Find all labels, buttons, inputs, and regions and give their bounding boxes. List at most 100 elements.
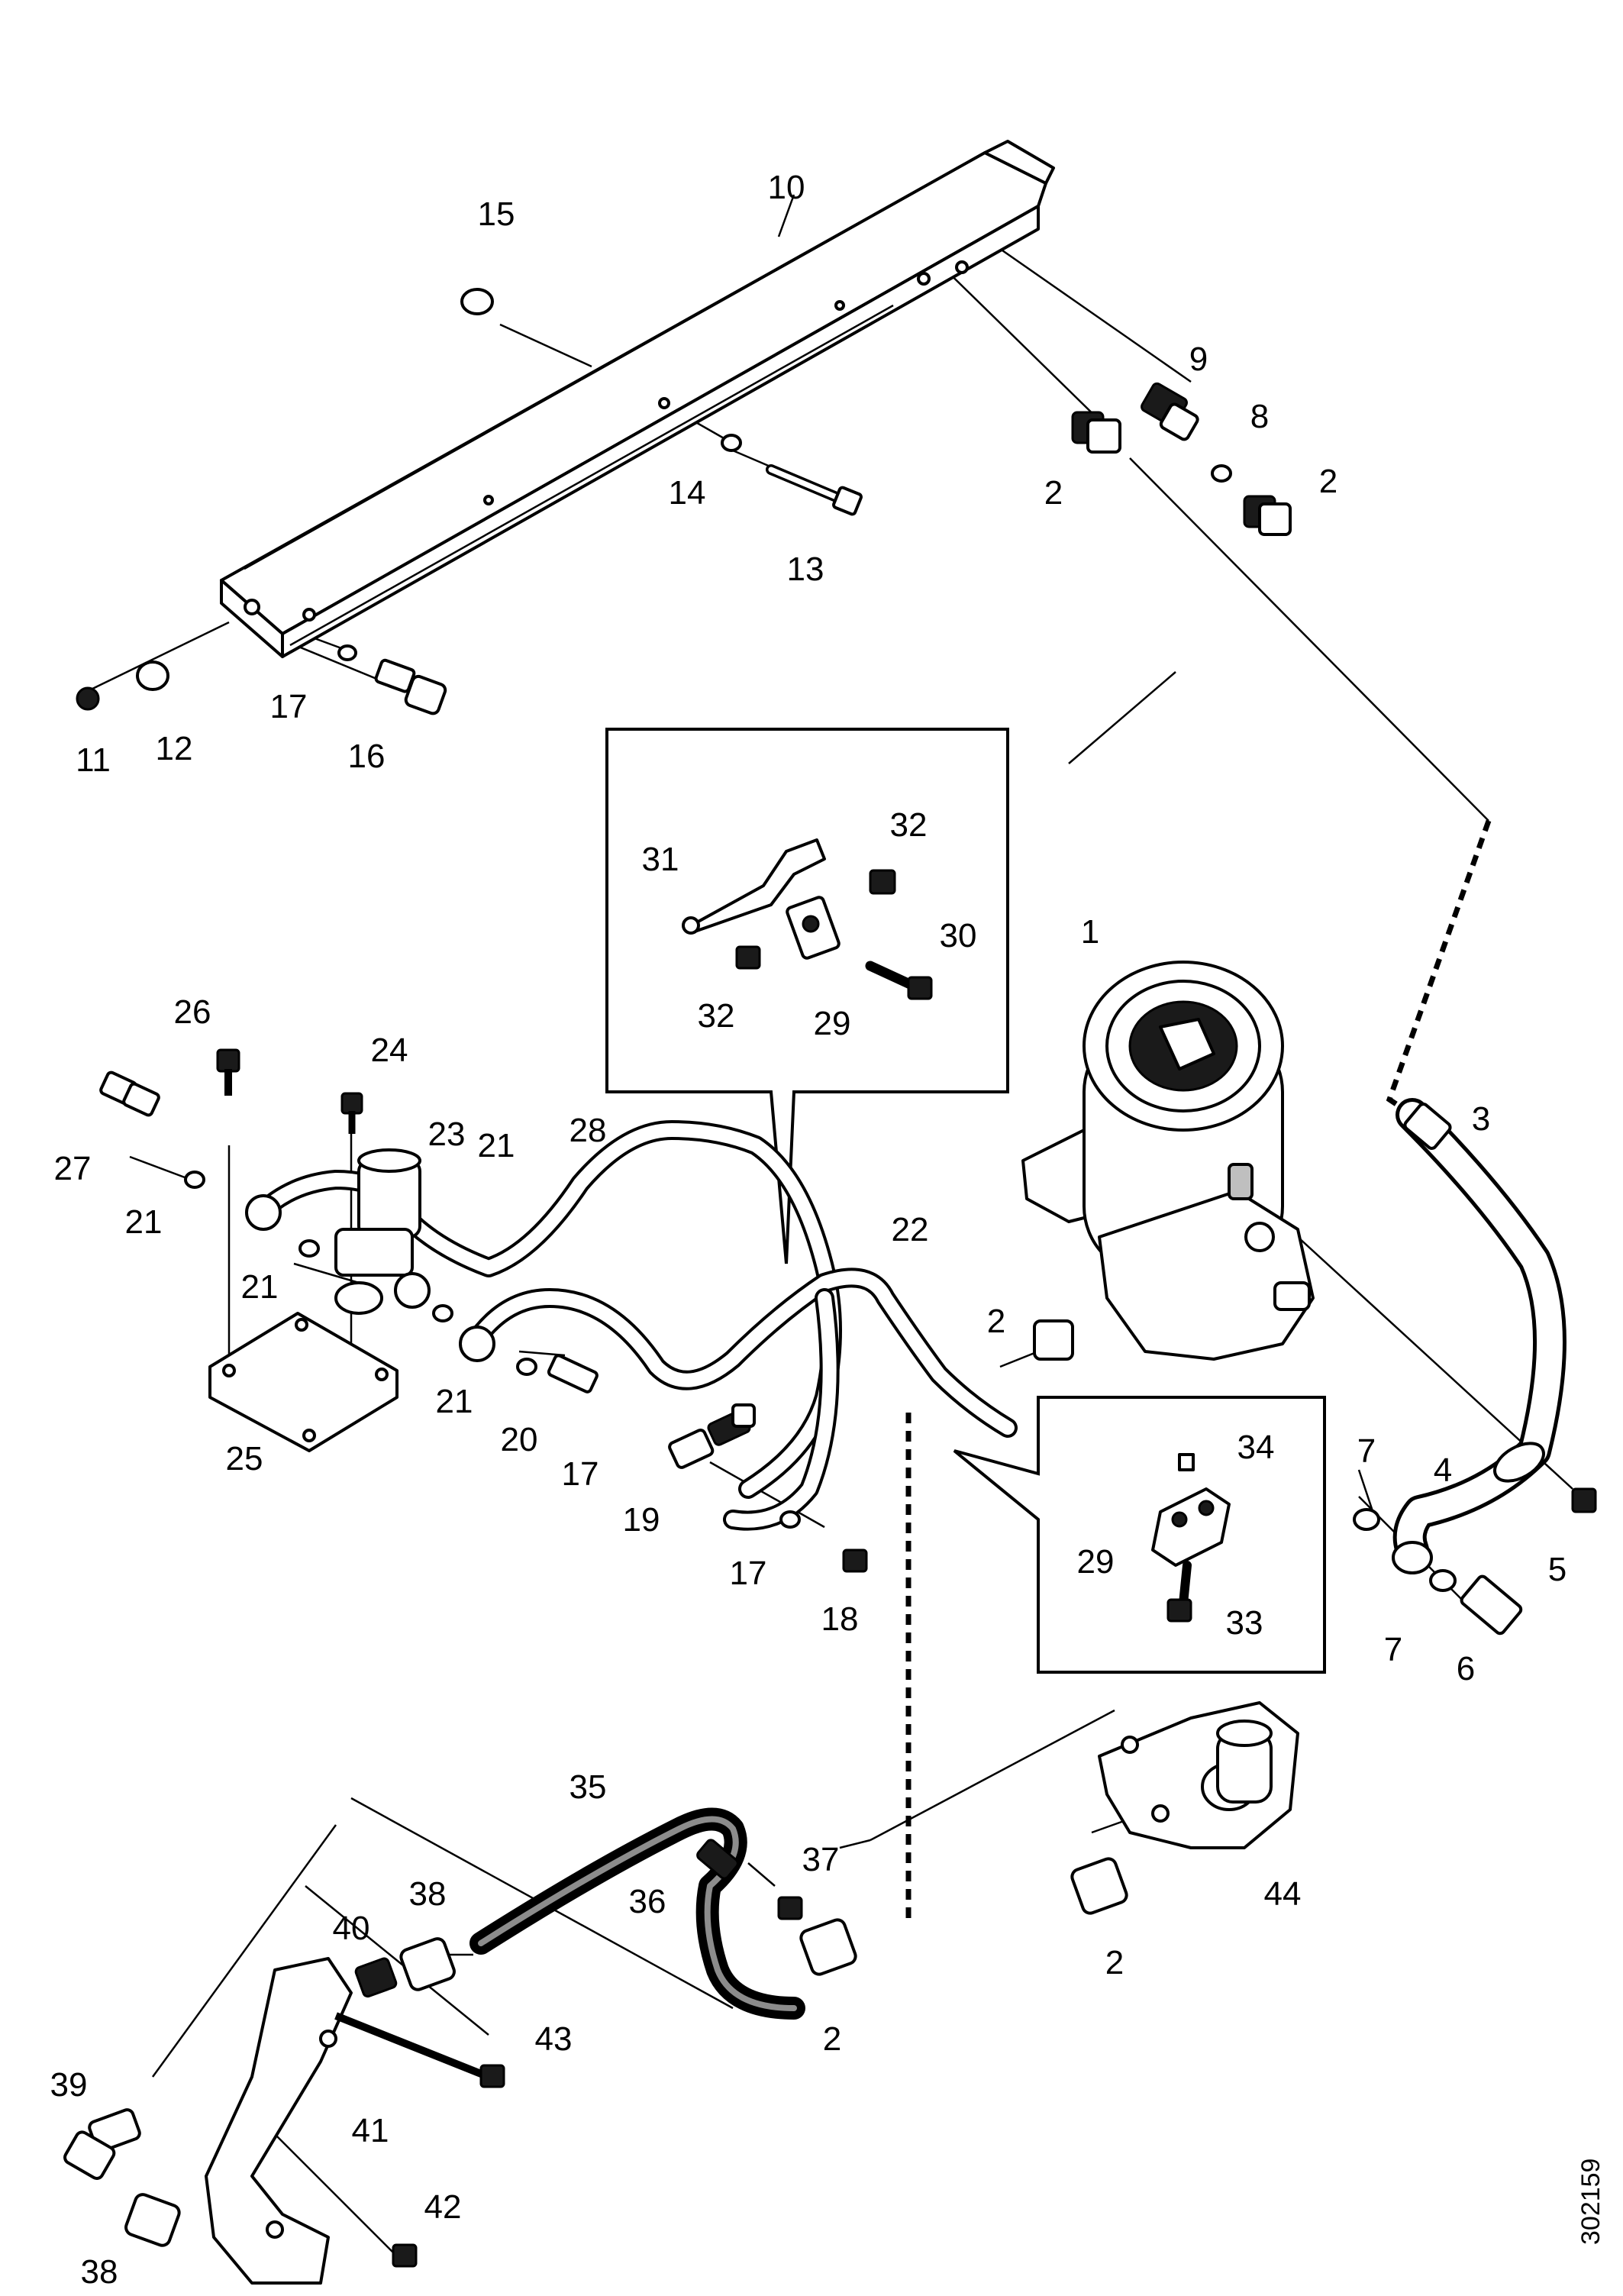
bolt-42 xyxy=(392,2243,418,2268)
callout-4: 4 xyxy=(1434,1452,1452,1489)
adapter-2-low xyxy=(799,1918,857,1976)
clip-40 xyxy=(354,1957,398,1998)
banjo-bolt-6 xyxy=(1460,1574,1523,1636)
callout-2: 2 xyxy=(1105,1944,1124,1981)
o-ring-15 xyxy=(460,288,494,315)
fitting-20 xyxy=(547,1354,599,1393)
washer-17-top xyxy=(337,644,357,661)
callout-19: 19 xyxy=(623,1501,660,1539)
document-id: 302159 xyxy=(1576,2159,1605,2245)
callout-21: 21 xyxy=(125,1203,163,1241)
sensor-16 xyxy=(374,658,447,715)
callout-23: 23 xyxy=(428,1116,466,1153)
washer-14 xyxy=(721,434,742,452)
adapter-2-pump xyxy=(1070,1857,1128,1915)
fuel-hose xyxy=(1392,1098,1567,1574)
callout-16: 16 xyxy=(348,738,386,775)
sensor-19 xyxy=(668,1403,756,1469)
callout-40: 40 xyxy=(333,1910,370,1947)
fuel-tube-35 xyxy=(469,1807,805,2020)
adapter-2-left xyxy=(1071,411,1121,454)
sensor-39 xyxy=(63,2108,141,2180)
callout-42: 42 xyxy=(424,2188,462,2226)
callout-14: 14 xyxy=(669,474,706,512)
screw-37 xyxy=(777,1896,803,1920)
callout-35: 35 xyxy=(570,1768,607,1806)
fuel-rail xyxy=(220,140,1055,658)
fitting-38-top xyxy=(399,1937,456,1991)
fitting-38-bottom xyxy=(124,2193,181,2247)
callout-17: 17 xyxy=(730,1555,767,1592)
callout-11: 11 xyxy=(76,741,111,779)
callout-29: 29 xyxy=(814,1005,851,1042)
detail-inset-clamp-33-34 xyxy=(953,1396,1326,1674)
rail-hardware xyxy=(76,288,1292,715)
callout-21: 21 xyxy=(241,1268,279,1306)
adapter-2-right xyxy=(1243,495,1292,536)
callout-32: 32 xyxy=(698,997,735,1035)
detail-inset-bracket-clamp xyxy=(605,728,1009,1264)
fuel-pump-44 xyxy=(1098,1701,1299,1849)
bracket-41 xyxy=(205,1957,353,2285)
callout-6: 6 xyxy=(1457,1650,1475,1687)
callout-38: 38 xyxy=(409,1875,447,1913)
callout-7: 7 xyxy=(1384,1631,1402,1668)
callout-41: 41 xyxy=(352,2112,389,2149)
sleeve-12 xyxy=(136,660,169,691)
lower-left-hardware xyxy=(63,1937,505,2285)
callout-21: 21 xyxy=(436,1383,473,1420)
callout-32: 32 xyxy=(890,806,928,844)
washer-7-upper xyxy=(1353,1508,1380,1531)
callout-21: 21 xyxy=(478,1127,515,1164)
nut-11 xyxy=(76,686,100,711)
callout-24: 24 xyxy=(371,1032,408,1069)
callout-44: 44 xyxy=(1264,1875,1302,1913)
callout-37: 37 xyxy=(802,1841,840,1878)
callout-5: 5 xyxy=(1548,1551,1567,1588)
adapter-2-mid xyxy=(1033,1319,1074,1361)
callout-30: 30 xyxy=(940,917,977,954)
callout-labels: 1 2 2 2 2 2 3 4 5 6 7 7 8 9 10 11 12 13 … xyxy=(50,169,1567,2291)
callout-3: 3 xyxy=(1472,1100,1490,1138)
fuel-filter-housing xyxy=(1021,961,1315,1361)
callout-31: 31 xyxy=(642,841,679,878)
callout-36: 36 xyxy=(629,1883,666,1920)
callout-2: 2 xyxy=(1044,474,1063,512)
middle-left-hardware xyxy=(99,1048,1074,1573)
fitting-9 xyxy=(1141,382,1199,441)
callout-10: 10 xyxy=(768,169,805,206)
callout-2: 2 xyxy=(823,2020,841,2058)
fitting-27 xyxy=(99,1070,160,1117)
callout-20: 20 xyxy=(501,1421,538,1458)
callout-1: 1 xyxy=(1081,913,1099,951)
callout-34: 34 xyxy=(1237,1429,1275,1466)
bolt-13 xyxy=(766,464,863,516)
callout-38: 38 xyxy=(81,2253,118,2291)
callout-2: 2 xyxy=(987,1303,1005,1340)
bolt-43 xyxy=(479,2064,505,2088)
callout-33: 33 xyxy=(1226,1604,1263,1642)
washer-7-lower xyxy=(1429,1569,1457,1592)
callout-8: 8 xyxy=(1250,398,1269,435)
fuel-pipes-middle xyxy=(245,1120,1018,1531)
callout-22: 22 xyxy=(892,1211,929,1248)
callout-39: 39 xyxy=(50,2066,88,2104)
callout-7: 7 xyxy=(1357,1432,1376,1470)
callout-2: 2 xyxy=(1319,463,1337,500)
callout-25: 25 xyxy=(226,1440,263,1477)
callout-29: 29 xyxy=(1077,1543,1115,1581)
screw-5 xyxy=(1571,1487,1597,1513)
washer-8 xyxy=(1211,464,1232,483)
callout-27: 27 xyxy=(54,1150,92,1187)
callout-12: 12 xyxy=(156,730,193,767)
callout-17: 17 xyxy=(562,1455,599,1493)
callout-28: 28 xyxy=(570,1112,607,1149)
callout-13: 13 xyxy=(787,551,824,588)
callout-9: 9 xyxy=(1189,341,1208,378)
priming-pump-23 xyxy=(334,1148,431,1315)
callout-26: 26 xyxy=(174,993,211,1031)
callout-15: 15 xyxy=(478,195,515,233)
plate-25 xyxy=(208,1312,398,1452)
callout-43: 43 xyxy=(535,2020,573,2058)
